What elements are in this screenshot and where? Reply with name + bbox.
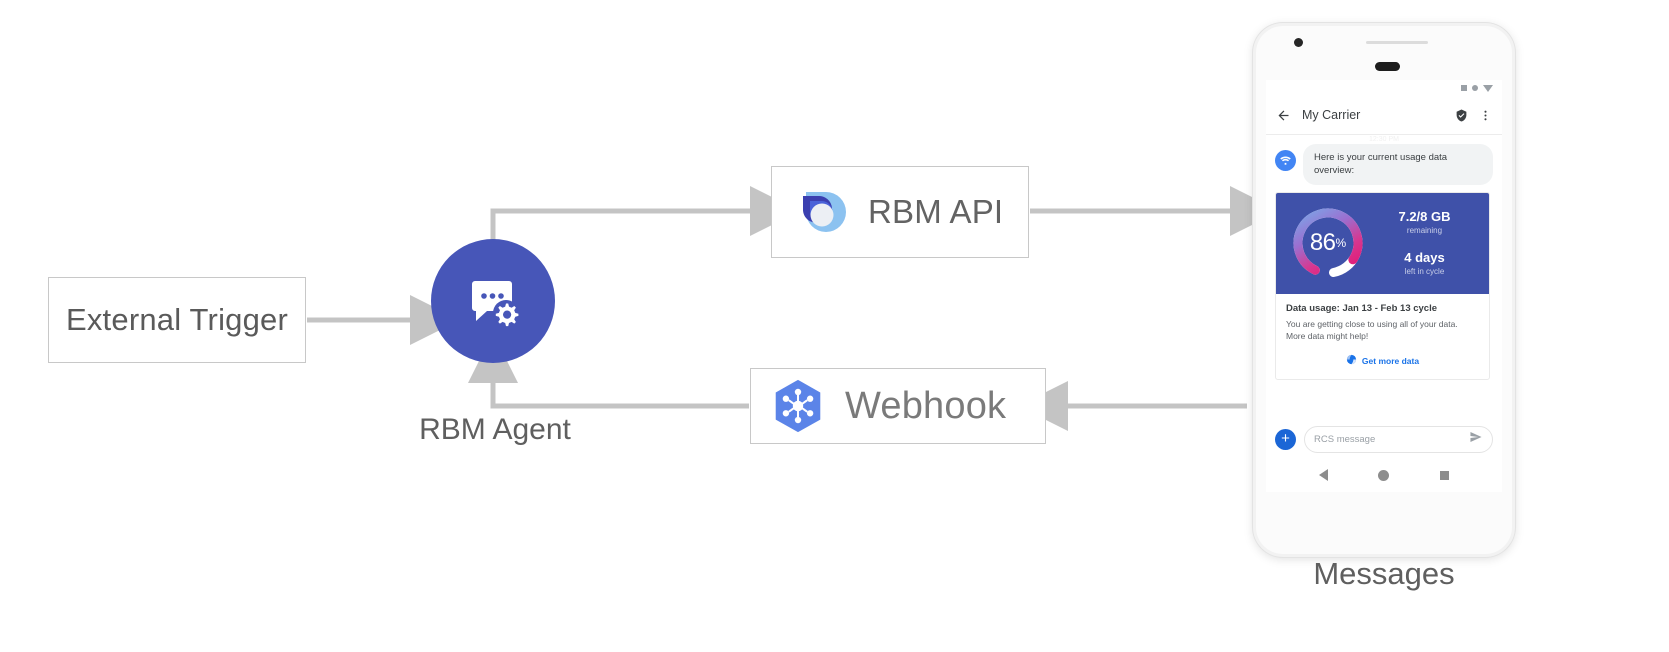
hero-stats: 7.2/8 GB remaining 4 days left in cycle <box>1368 209 1477 279</box>
chat-gear-icon <box>472 281 519 327</box>
rbm-api-node: RBM API <box>771 166 1029 258</box>
send-icon[interactable] <box>1469 430 1483 449</box>
webhook-label: Webhook <box>845 384 1007 427</box>
android-nav-bar <box>1266 458 1502 492</box>
back-arrow-icon[interactable] <box>1276 108 1291 123</box>
get-more-data-label: Get more data <box>1361 356 1420 367</box>
verified-shield-icon[interactable] <box>1455 109 1468 122</box>
front-camera-icon <box>1294 38 1303 47</box>
message-bubble: Here is your current usage data overview… <box>1303 144 1493 185</box>
arrow-agent-to-api <box>490 186 800 240</box>
message-thread: Here is your current usage data overview… <box>1266 135 1502 381</box>
data-remaining-value: 7.2/8 GB <box>1398 208 1451 224</box>
conversation-timestamp: 12:30 PM <box>1369 136 1399 143</box>
earpiece-grille <box>1366 41 1428 44</box>
rbm-agent-label: RBM Agent <box>419 413 571 446</box>
earpiece-speaker <box>1375 62 1400 71</box>
rich-card[interactable]: 86% 7.2/8 GB remaining 4 days left in cy… <box>1275 191 1490 381</box>
signal-square-icon <box>1461 85 1467 91</box>
phone-mockup: My Carrier 12:30 PM Here is you <box>1253 23 1515 557</box>
gauge-value-group: 86% <box>1288 203 1368 283</box>
rich-card-hero: 86% 7.2/8 GB remaining 4 days left in cy… <box>1276 192 1489 294</box>
rbm-droplet-icon <box>798 192 846 232</box>
signal-dot-icon <box>1472 85 1478 91</box>
message-row: Here is your current usage data overview… <box>1275 144 1493 185</box>
app-bar-title: My Carrier <box>1302 108 1361 122</box>
webhook-node: Webhook <box>750 368 1046 444</box>
rcs-message-input[interactable]: RCS message <box>1304 425 1493 453</box>
days-left-caption: left in cycle <box>1404 267 1445 277</box>
external-trigger-label: External Trigger <box>65 302 289 337</box>
external-trigger-node: External Trigger <box>48 277 306 363</box>
nav-home-icon[interactable] <box>1378 469 1390 481</box>
status-bar <box>1266 80 1502 96</box>
rcs-message-placeholder: RCS message <box>1314 433 1376 445</box>
gauge-percent-symbol: % <box>1335 236 1347 251</box>
data-remaining-caption: remaining <box>1406 225 1443 235</box>
nav-recents-icon[interactable] <box>1439 470 1449 480</box>
rbm-agent-node <box>431 239 555 363</box>
stats-spacer <box>1372 237 1477 250</box>
more-vertical-icon[interactable] <box>1479 109 1492 122</box>
hexagon-nodes-icon <box>775 379 821 433</box>
get-more-data-button[interactable]: Get more data <box>1286 352 1479 370</box>
phone-caption: Messages <box>1313 556 1455 591</box>
compose-bar: + RCS message <box>1266 420 1502 458</box>
rich-card-title: Data usage: Jan 13 - Feb 13 cycle <box>1286 302 1438 314</box>
plus-icon[interactable]: + <box>1275 428 1296 450</box>
battery-triangle-icon <box>1483 84 1493 92</box>
data-usage-gauge: 86% <box>1288 203 1368 283</box>
nav-back-icon[interactable] <box>1319 469 1329 481</box>
phone-screen: My Carrier 12:30 PM Here is you <box>1266 80 1502 492</box>
globe-icon <box>1346 352 1357 370</box>
app-bar: My Carrier 12:30 PM <box>1266 96 1502 143</box>
gauge-percent: 86 <box>1309 229 1336 257</box>
rbm-api-label: RBM API <box>868 193 1004 230</box>
wifi-avatar-icon <box>1275 150 1296 171</box>
rich-card-body: Data usage: Jan 13 - Feb 13 cycle You ar… <box>1276 294 1489 379</box>
arrow-webhook-to-agent <box>468 333 749 409</box>
days-left-value: 4 days <box>1404 249 1445 265</box>
rich-card-description: You are getting close to using all of yo… <box>1286 318 1458 342</box>
message-text: Here is your current usage data overview… <box>1314 152 1448 177</box>
